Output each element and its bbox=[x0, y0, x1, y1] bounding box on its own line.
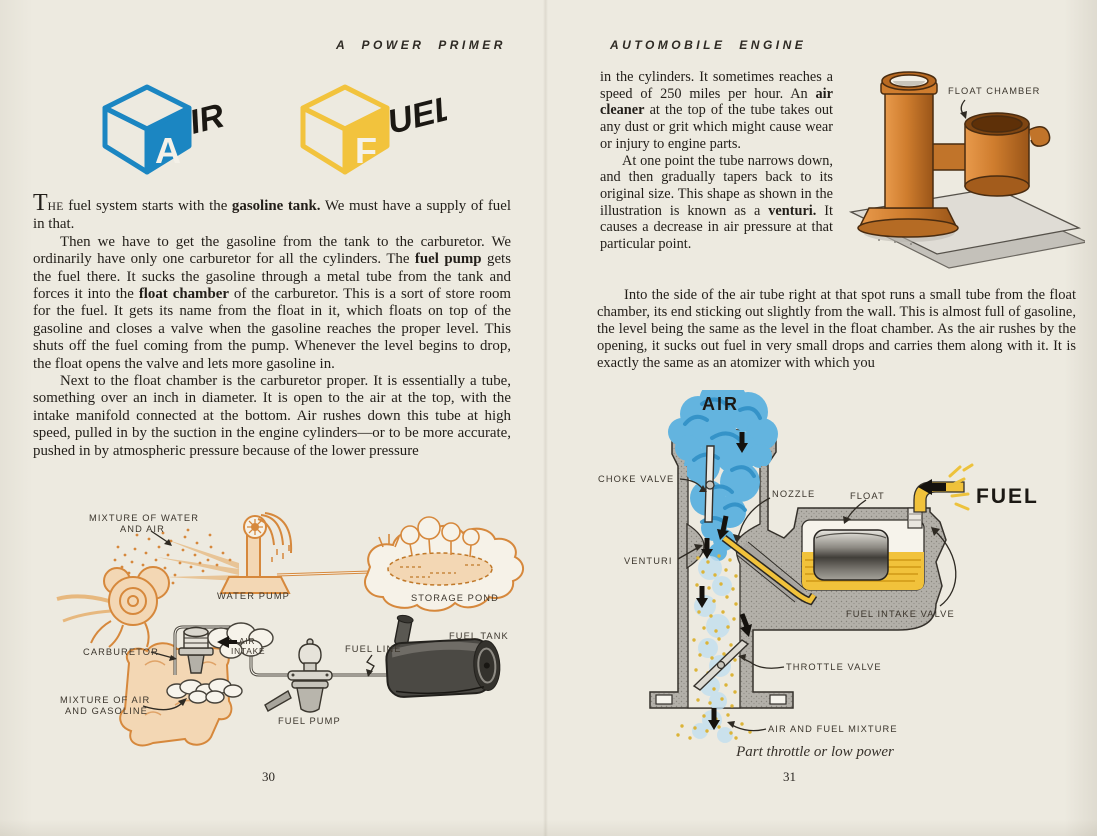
mixture-air-gasoline-label2: AND GASOLINE bbox=[65, 706, 148, 716]
fuel-pump-label: FUEL PUMP bbox=[278, 716, 341, 726]
throttle-valve-label: THROTTLE VALVE bbox=[786, 662, 882, 672]
nozzle-label: NOZZLE bbox=[772, 489, 816, 499]
flange-bolt-hole bbox=[769, 694, 787, 705]
water-spray-streaks bbox=[157, 539, 239, 581]
fuel-tank-art bbox=[385, 614, 501, 698]
nozzle-passage bbox=[721, 535, 818, 606]
left-page-body: THE fuel system starts with the gasoline… bbox=[33, 190, 511, 460]
throttle-valve-art bbox=[692, 639, 750, 691]
leader-lines bbox=[142, 530, 375, 711]
air-intake-arrow-icon bbox=[217, 636, 237, 648]
mixture-water-air-label: MIXTURE OF WATER bbox=[89, 513, 200, 523]
water-pump-label: WATER PUMP bbox=[217, 591, 290, 601]
fuel-flow-arrow-icon bbox=[918, 479, 946, 495]
air-cube-icon bbox=[102, 84, 192, 175]
carburetor-label: CARBURETOR bbox=[83, 647, 159, 657]
mixture-air-gasoline-label: MIXTURE OF AIR bbox=[60, 695, 151, 705]
diagram-caption: Part throttle or low power bbox=[736, 744, 894, 760]
float-art bbox=[813, 529, 889, 581]
venturi-label: VENTURI bbox=[624, 556, 673, 566]
air-fuel-mixture-label: AIR AND FUEL MIXTURE bbox=[768, 724, 898, 734]
choke-valve-label: CHOKE VALVE bbox=[598, 474, 675, 484]
air-intake-cloud bbox=[207, 622, 274, 659]
float-chamber-art bbox=[848, 71, 1085, 269]
water-pump-art bbox=[219, 512, 293, 594]
diagram-leaders bbox=[677, 478, 957, 732]
air-intake-label2: INTAKE bbox=[231, 646, 266, 656]
fuel-cube-letter: F bbox=[355, 130, 377, 171]
flow-arrows bbox=[699, 432, 750, 721]
carburetor-body-art bbox=[857, 71, 1051, 238]
paragraph: THE fuel system starts with the gasoline… bbox=[33, 190, 511, 233]
air-word-rest: IR bbox=[186, 97, 229, 142]
air-label: AIR bbox=[702, 394, 739, 414]
left-running-head: A POWER PRIMER bbox=[336, 38, 506, 52]
fuel-label: FUEL bbox=[976, 485, 1039, 508]
carburetor-cross-section-art bbox=[649, 390, 974, 743]
fuel-splash bbox=[948, 463, 974, 511]
paragraph: Next to the float chamber is the carbure… bbox=[33, 373, 511, 459]
float-chamber-label: FLOAT CHAMBER bbox=[948, 86, 1041, 96]
air-fuel-logos: A IR F UEL bbox=[95, 82, 447, 184]
fuel-system-illustration: MIXTURE OF WATER AND AIR WATER PUMP STOR… bbox=[25, 505, 537, 767]
right-page-full-text: Into the side of the air tube right at t… bbox=[597, 287, 1076, 372]
fuel-word-rest: UEL bbox=[384, 88, 447, 141]
air-cube-letter: A bbox=[155, 130, 181, 171]
left-page-number: 30 bbox=[262, 769, 275, 784]
page-gutter bbox=[543, 0, 548, 836]
fuel-inlet bbox=[913, 463, 974, 513]
carburetor-diagram: AIR CHOKE VALVE NOZZLE FLOAT FUEL VENTUR… bbox=[590, 390, 1070, 770]
carburetor-art bbox=[178, 626, 214, 674]
fuel-tank-label: FUEL TANK bbox=[449, 631, 509, 641]
fuel-pump-art bbox=[264, 638, 333, 713]
storage-pond-art bbox=[364, 516, 524, 612]
float-chamber-illustration: FLOAT CHAMBER bbox=[845, 60, 1085, 272]
mixture-water-air-label2: AND AIR bbox=[120, 524, 165, 534]
right-running-head: AUTOMOBILE ENGINE bbox=[610, 38, 807, 52]
paragraph: Then we have to get the gasoline from th… bbox=[33, 233, 511, 372]
storage-pond-label: STORAGE POND bbox=[411, 593, 499, 603]
right-page-number: 31 bbox=[783, 769, 796, 784]
air-intake-label: AIR bbox=[239, 636, 256, 646]
sprayed-plant bbox=[56, 566, 170, 648]
float-bowl bbox=[801, 507, 925, 591]
fuel-intake-valve-label: FUEL INTAKE VALVE bbox=[846, 609, 955, 619]
flange-bolt-hole bbox=[655, 694, 673, 705]
mixture-puffs bbox=[166, 678, 243, 704]
fuel-line-label: FUEL LINE bbox=[345, 644, 402, 654]
paragraph: At one point the tube narrows down, and … bbox=[600, 152, 834, 253]
fuel-system-art bbox=[56, 512, 524, 747]
choke-valve-art bbox=[704, 445, 715, 523]
cube-logos-art: A IR F UEL bbox=[102, 84, 447, 175]
paragraph: Into the side of the air tube right at t… bbox=[597, 287, 1076, 371]
float-label: FLOAT bbox=[850, 491, 885, 501]
right-page-column: in the cylinders. It sometimes reaches a… bbox=[600, 69, 833, 253]
fuel-cube-icon bbox=[300, 84, 390, 175]
paragraph: in the cylinders. It sometimes reaches a… bbox=[600, 69, 833, 152]
